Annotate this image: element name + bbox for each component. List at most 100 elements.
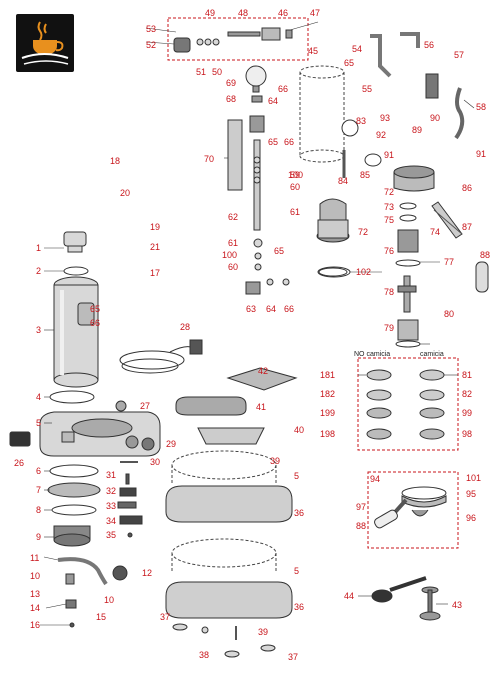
- callout-42: 42: [258, 366, 269, 376]
- callout-54: 54: [352, 44, 363, 54]
- callout-11: 11: [30, 553, 40, 563]
- lever-knob-part: [425, 73, 439, 99]
- callout-39: 39: [270, 456, 281, 466]
- callout-9: 9: [36, 532, 42, 542]
- callout-88b: 88: [356, 521, 367, 531]
- callout-66b: 66: [284, 137, 295, 147]
- callout-15: 15: [96, 612, 107, 622]
- callout-88: 88: [480, 250, 491, 260]
- group-head-part: [316, 198, 350, 243]
- callout-65b: 65: [268, 137, 279, 147]
- fitting-part: [65, 573, 75, 585]
- callout-100: 100: [288, 170, 304, 180]
- callout-10b: 10: [104, 595, 115, 605]
- callout-10a: 10: [30, 571, 41, 581]
- callout-102: 102: [356, 267, 372, 277]
- pressostat-part: [112, 565, 128, 581]
- callout-36b: 36: [294, 602, 305, 612]
- callout-79: 79: [384, 323, 395, 333]
- sight-tube-part: [227, 119, 243, 191]
- callout-14: 14: [30, 603, 41, 613]
- callout-62: 62: [228, 212, 239, 222]
- tube-part: [57, 557, 108, 586]
- coffee-cup-logo: [16, 14, 74, 72]
- callout-84: 84: [338, 176, 349, 186]
- callout-70: 70: [204, 154, 215, 164]
- callout-12: 12: [142, 568, 153, 578]
- callout-13: 13: [30, 589, 41, 599]
- callout-81: 81: [462, 370, 473, 380]
- callout-91b: 91: [384, 150, 395, 160]
- callout-3: 3: [36, 325, 42, 335]
- drip-tray-part: [197, 427, 265, 445]
- callout-33: 33: [106, 501, 117, 511]
- boiler-outline-part: [299, 65, 345, 163]
- callout-52: 52: [146, 40, 157, 50]
- spring-part: [397, 319, 419, 341]
- callout-17: 17: [150, 268, 161, 278]
- callout-49: 49: [205, 8, 216, 18]
- callout-76: 76: [384, 246, 395, 256]
- callout-40: 40: [294, 425, 305, 435]
- callout-73: 73: [384, 202, 395, 212]
- callout-44: 44: [344, 591, 355, 601]
- callout-58: 58: [476, 102, 487, 112]
- callout-100b: 100: [222, 250, 238, 260]
- fuse-part: [65, 599, 77, 609]
- hot-water-wand-part: [400, 32, 420, 48]
- callout-82: 82: [462, 389, 473, 399]
- tamper-part: [419, 586, 441, 621]
- steam-wand-part: [370, 34, 392, 78]
- callout-6: 6: [36, 466, 42, 476]
- callout-65: 65: [344, 58, 355, 68]
- callout-37b: 37: [288, 652, 299, 662]
- callout-55: 55: [362, 84, 373, 94]
- handle-grip-part: [475, 261, 489, 293]
- callout-43: 43: [452, 600, 463, 610]
- callout-64b: 64: [266, 304, 277, 314]
- callout-20: 20: [120, 188, 131, 198]
- callout-27: 27: [140, 401, 151, 411]
- callout-38: 38: [199, 650, 210, 660]
- callout-75: 75: [384, 215, 395, 225]
- steam-valve-part: [173, 27, 293, 53]
- callout-92: 92: [376, 130, 387, 140]
- callout-48: 48: [238, 8, 249, 18]
- callout-181: 181: [320, 370, 336, 380]
- callout-93: 93: [380, 113, 391, 123]
- callout-4: 4: [36, 392, 42, 402]
- callout-74: 74: [430, 227, 441, 237]
- filter-baskets-part: [366, 369, 445, 440]
- callout-50: 50: [212, 67, 223, 77]
- callout-53: 53: [146, 24, 157, 34]
- callout-39b: 39: [258, 627, 269, 637]
- callout-21: 21: [150, 242, 161, 252]
- callout-5-upper: 5: [294, 471, 300, 481]
- callout-85: 85: [360, 170, 371, 180]
- callout-65d: 65: [90, 304, 101, 314]
- base-housing-part: [39, 411, 161, 457]
- callout-182: 182: [320, 389, 336, 399]
- heating-element-part: [53, 525, 91, 547]
- callout-77: 77: [444, 257, 455, 267]
- callout-36: 36: [294, 508, 305, 518]
- callout-26: 26: [14, 458, 25, 468]
- boiler-cap-part: [63, 231, 87, 253]
- callout-94: 94: [370, 474, 381, 484]
- callout-46: 46: [278, 8, 289, 18]
- callout-31: 31: [106, 470, 117, 480]
- callout-5: 5: [36, 418, 42, 428]
- callout-51: 51: [196, 67, 207, 77]
- callout-95: 95: [466, 489, 477, 499]
- callout-90: 90: [430, 113, 441, 123]
- callout-2: 2: [36, 266, 42, 276]
- pressure-gauge-part: [245, 65, 267, 87]
- callout-97: 97: [356, 502, 367, 512]
- callout-69: 69: [226, 78, 237, 88]
- clamp-ring-part: [47, 482, 101, 498]
- callout-61b: 61: [228, 238, 239, 248]
- scoop-part: [371, 576, 427, 603]
- coffee-cup-icon: [21, 21, 69, 65]
- piston-part: [397, 229, 419, 253]
